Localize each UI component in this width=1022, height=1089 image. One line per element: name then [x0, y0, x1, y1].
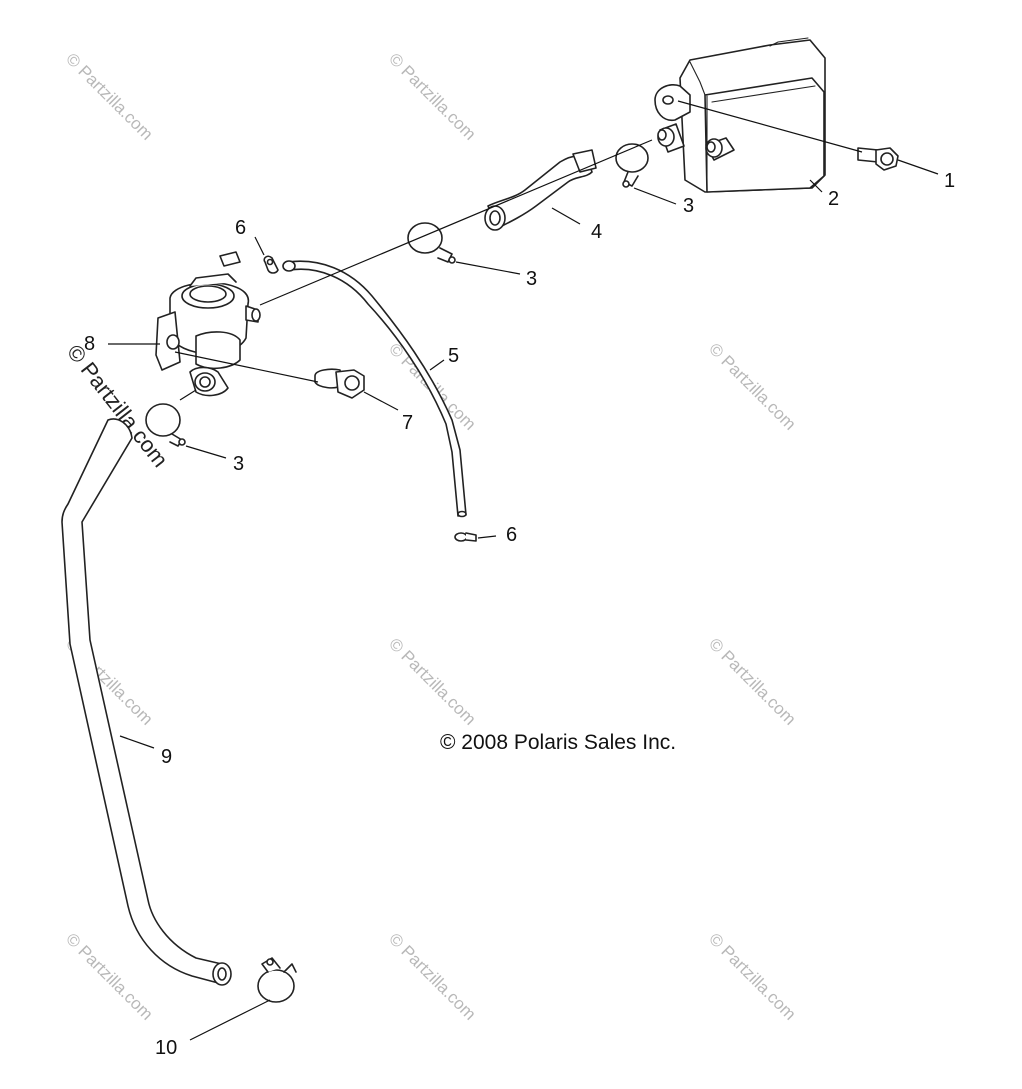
watermark: © Partzilla.com: [62, 49, 156, 143]
callout-10: 10: [155, 1037, 177, 1059]
part-2-housing[interactable]: [654, 37, 826, 193]
part-10-clamp[interactable]: [257, 957, 297, 1003]
callout-6: 6: [506, 524, 517, 546]
part-6-clip[interactable]: [454, 532, 477, 542]
callout-7: 7: [402, 412, 413, 434]
part-4-hose[interactable]: [484, 149, 597, 231]
callout-3: 3: [526, 268, 537, 290]
part-8-valve[interactable]: [155, 251, 261, 397]
copyright-notice: © 2008 Polaris Sales Inc.: [440, 731, 676, 754]
part-6-clip[interactable]: [263, 255, 279, 274]
callout-8: 8: [84, 333, 95, 355]
part-5-hose[interactable]: [282, 260, 467, 518]
part-3-clamp[interactable]: [615, 143, 649, 188]
callout-2: 2: [828, 188, 839, 210]
part-7-bolt[interactable]: [314, 368, 365, 399]
part-9-hose[interactable]: [61, 418, 232, 986]
callout-3: 3: [233, 453, 244, 475]
callout-4: 4: [591, 221, 602, 243]
callout-6: 6: [235, 217, 246, 239]
watermark: © Partzilla.com: [62, 929, 156, 1023]
callout-3: 3: [683, 195, 694, 217]
callout-1: 1: [944, 170, 955, 192]
part-1-bolt[interactable]: [857, 147, 899, 171]
part-3-clamp[interactable]: [407, 222, 456, 264]
callout-5: 5: [448, 345, 459, 367]
watermark: © Partzilla.com: [705, 929, 799, 1023]
watermark: © Partzilla.com: [705, 634, 799, 728]
watermark: © Partzilla.com: [705, 339, 799, 433]
part-3-clamp[interactable]: [145, 403, 186, 447]
callouts: 1 2 3 4 3 6 8 5 7 3 6 9 10: [84, 170, 955, 1059]
watermark: © Partzilla.com: [385, 49, 479, 143]
callout-9: 9: [161, 746, 172, 768]
watermark: © Partzilla.com: [385, 929, 479, 1023]
watermark: © Partzilla.com: [385, 634, 479, 728]
leader-lines: [108, 100, 939, 1041]
